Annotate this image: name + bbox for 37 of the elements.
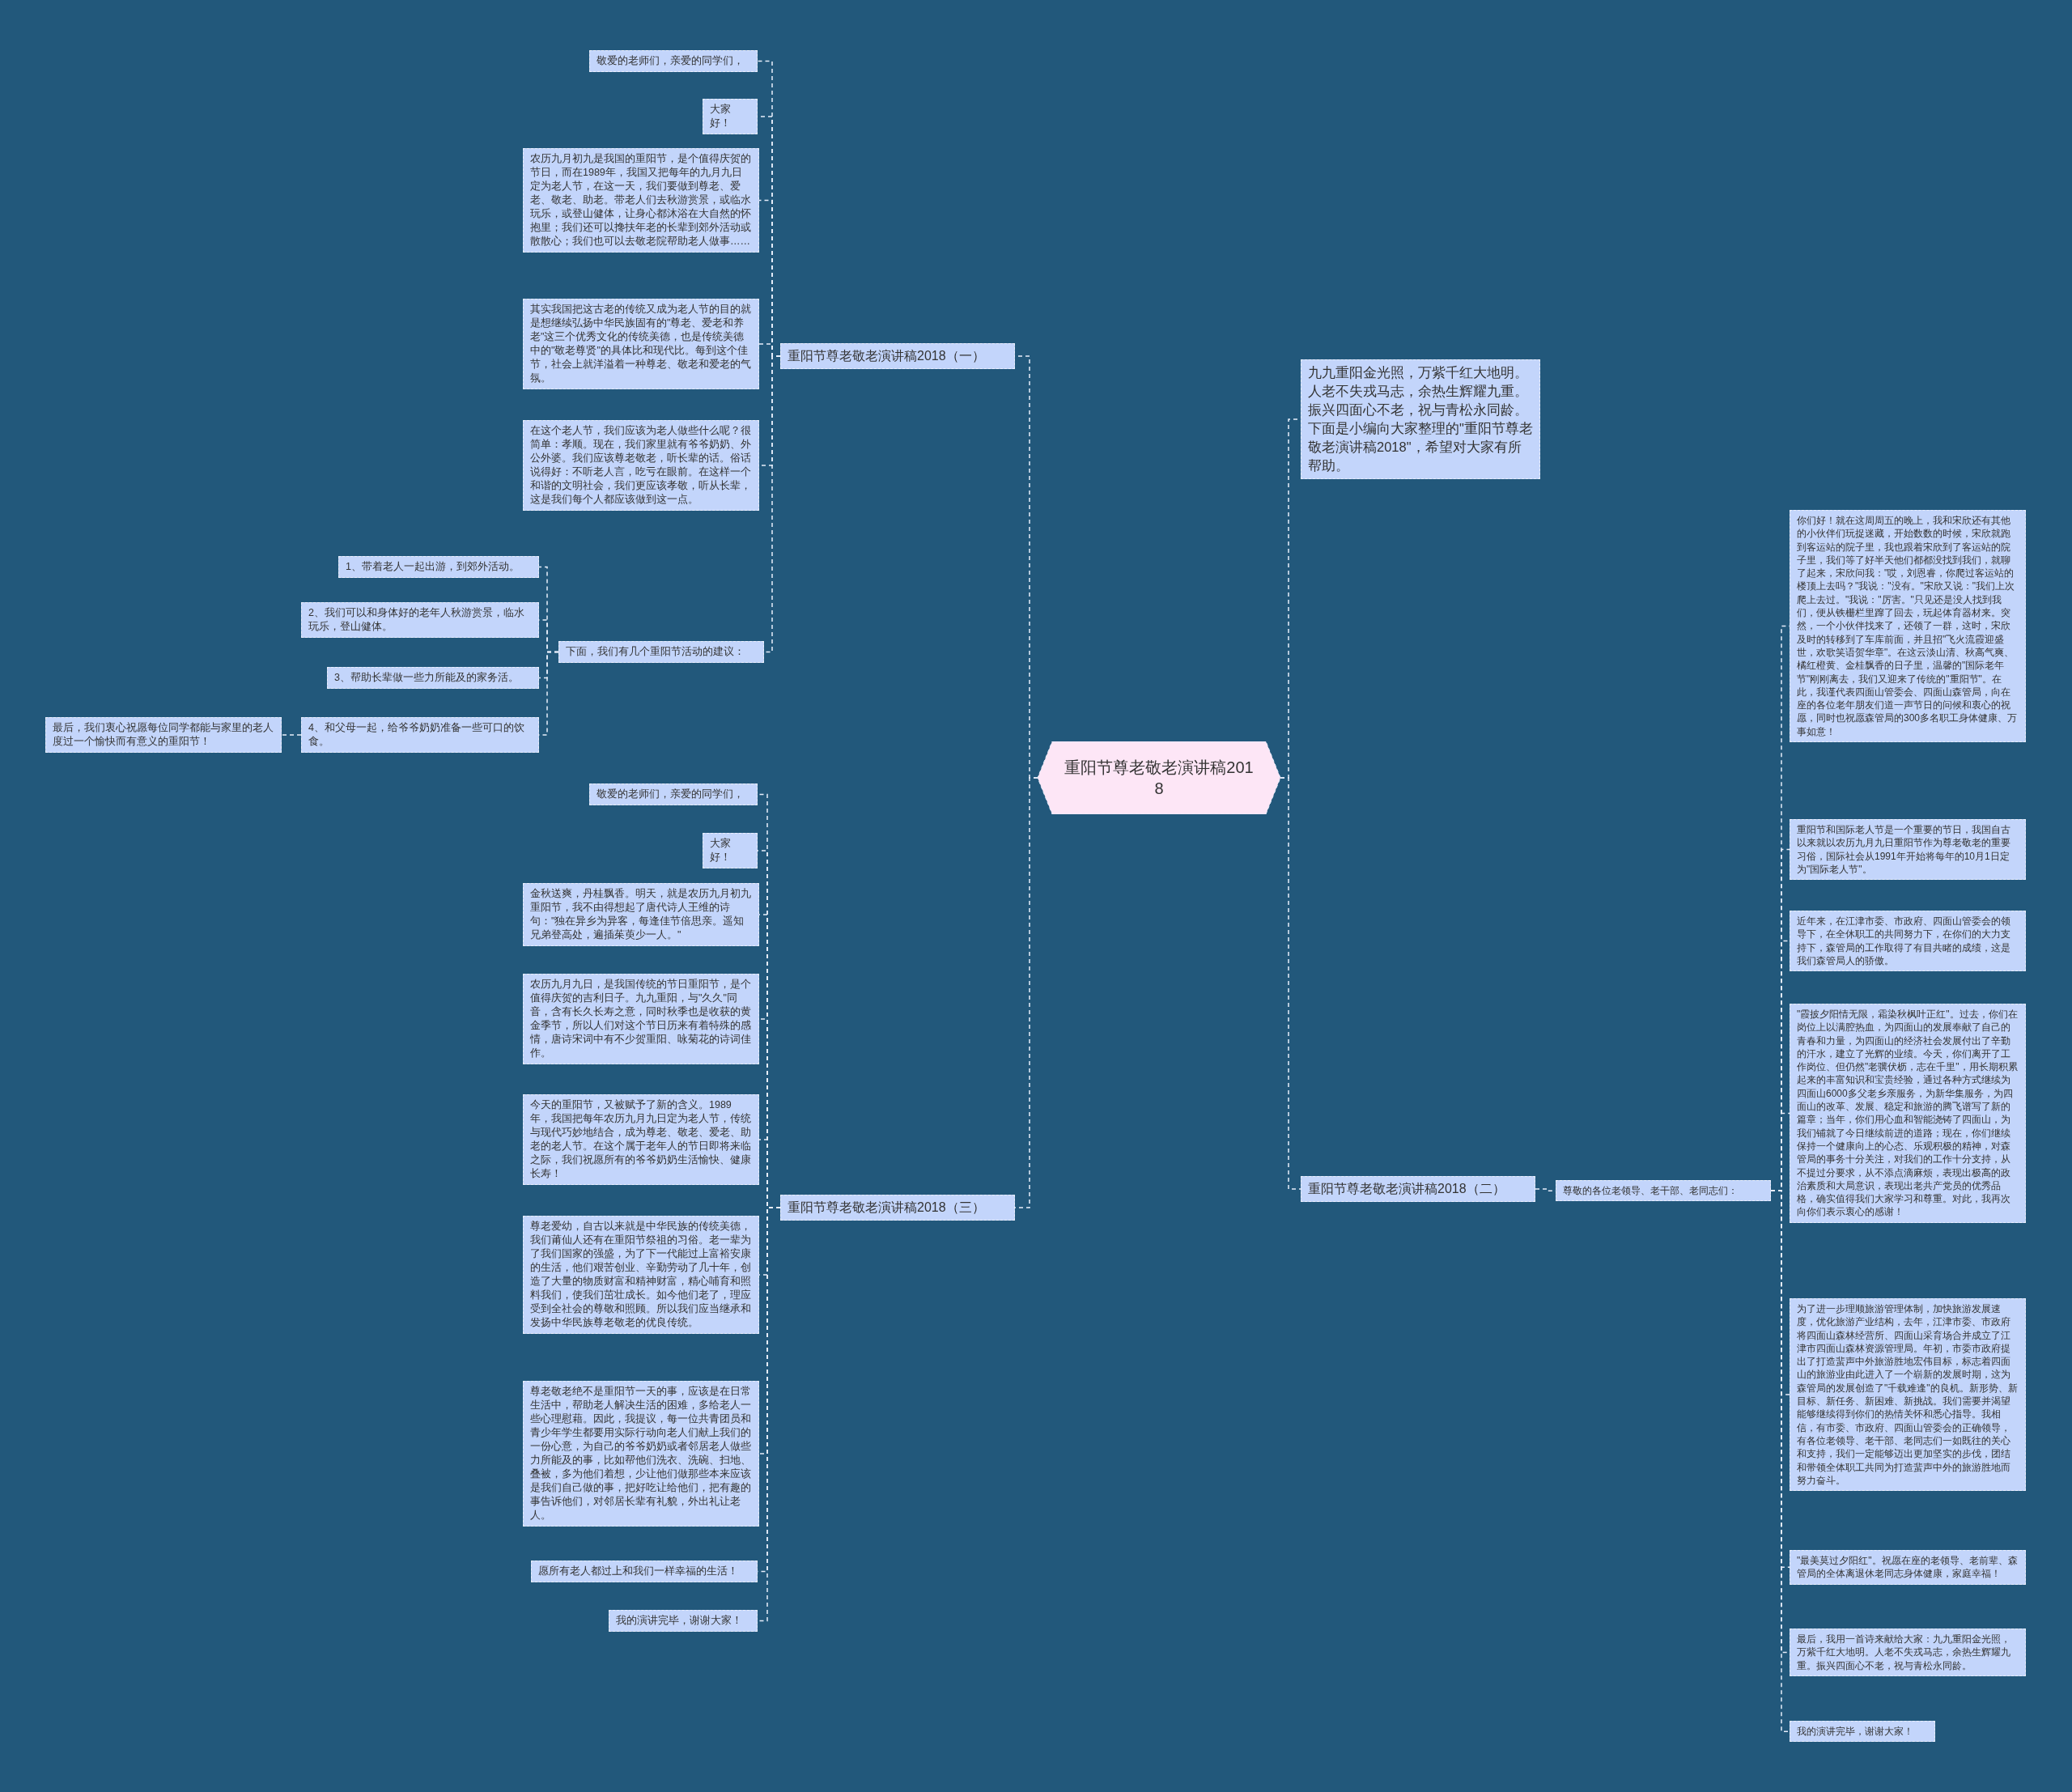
note-card: 大家好！ [703, 833, 758, 868]
note-card: 大家好！ [703, 99, 758, 134]
note-card: 尊老敬老绝不是重阳节一天的事，应该是在日常生活中，帮助老人解决生活的困难，多给老人一些心理慰藉。因此，我提议，每一位共青团员和青少年学生都要用实际行动向老人们献上我们的一份心意，为自己的爷爷奶奶或者邻居老人做些力所能及的事，比如帮他们洗衣、洗碗、扫地、叠被，多为他们着想，少让他们做那些本来应该是我们自己做的事，把好吃让给他们，把有趣的事告诉他们，对邻居长辈有礼貌，外出礼让老人。 [523, 1381, 759, 1527]
branch-topic: 重阳节尊老敬老演讲稿2018（一） [780, 343, 1015, 369]
note-card: 最后，我用一首诗来献给大家：九九重阳金光照，万紫千红大地明。人老不失戎马志，余热生辉耀九重。振兴四面心不老，祝与青松永同龄。 [1790, 1629, 2026, 1676]
topic-title: 重阳节尊老敬老演讲稿2018 [1064, 758, 1255, 799]
note-card: 下面，我们有几个重阳节活动的建议： [558, 641, 764, 663]
note-card: 重阳节和国际老人节是一个重要的节日，我国自古以来就以农历九月九日重阳节作为尊老敬老的重要习俗，国际社会从1991年开始将每年的10月1日定为"国际老人节"。 [1790, 819, 2026, 881]
note-card: 其实我国把这古老的传统又成为老人节的目的就是想继续弘扬中华民族固有的"尊老、爱老和养老"这三个优秀文化的传统美德，也是传统美德中的"敬老尊贤"的具体比和现代比。每到这个佳节，社会上就洋溢着一种尊老、敬老和爱老的气氛。 [523, 299, 759, 389]
note-card: 为了进一步理顺旅游管理体制，加快旅游发展速度，优化旅游产业结构，去年，江津市委、市政府将四面山森林经营所、四面山采育场合并成立了江津市四面山森林资源管理局。年初，市委市政府提出了打造蜚声中外旅游胜地宏伟目标，标志着四面山的旅游业由此进入了一个崭新的发展时期，这为森管局的发展创造了"千载难逢"的良机。新形势、新目标、新任务、新困难、新挑战。我们需要并渴望能够继续得到你们的热情关怀和悉心指导。我相信，有市委、市政府、四面山管委会的正确领导，有各位老领导、老干部、老同志们一如既往的关心和支持，我们一定能够迈出更加坚实的步伐，团结和带领全体职工共同为打造蜚声中外的旅游胜地而努力奋斗。 [1790, 1298, 2026, 1492]
note-card: 金秋送爽，丹桂飘香。明天，就是农历九月初九重阳节，我不由得想起了唐代诗人王维的诗句："独在异乡为异客，每逢佳节倍思亲。遥知兄弟登高处，遍插茱萸少一人。" [523, 883, 759, 946]
note-card: 1、带着老人一起出游，到郊外活动。 [338, 556, 539, 578]
note-card: 你们好！就在这周周五的晚上，我和宋欣还有其他的小伙伴们玩捉迷藏，开始数数的时候，宋欣就跑到客运站的院子里，我也跟着宋欣到了客运站的院子里，我们等了好半天他们都都没找到我们，就聊了起来，宋欣问我："哎，刘恩睿，你爬过客运站的楼顶上去吗？"我说："没有。"宋欣又说："我们上次爬上去过。"我说："厉害。"只见还是没人找到我们，便从铁栅栏里蹿了回去，玩起体育器材来。突然，一个小伙伴找来了，还领了一群，这时，宋欣及时的转移到了车库前面，并且招"飞火流霞迎盛世，欢歌笑语贺华章"。在这云淡山清、秋高气爽、橘红橙黄、金桂飘香的日子里，温馨的"国际老年节"刚刚离去，我们又迎来了传统的"重阳节"。在此，我谨代表四面山管委会、四面山森管局，向在座的各位老年朋友们道一声节日的问候和衷心的祝愿，同时也祝愿森管局的300多名职工身体健康、万事如意！ [1790, 510, 2026, 743]
note-card: "最美莫过夕阳红"。祝愿在座的老领导、老前辈、森管局的全体离退休老同志身体健康，家庭幸福！ [1790, 1550, 2026, 1585]
branch-topic: 重阳节尊老敬老演讲稿2018（二） [1301, 1176, 1535, 1202]
topic-hexagon [1038, 741, 1280, 814]
note-card: 尊敬的各位老领导、老干部、老同志们： [1556, 1180, 1771, 1202]
note-card: 近年来，在江津市委、市政府、四面山管委会的领导下，在全休职工的共同努力下，在你们的大力支持下，森管局的工作取得了有目共睹的成绩，这是我们森管局人的骄傲。 [1790, 911, 2026, 972]
note-card: 尊老爱幼，自古以来就是中华民族的传统美德，我们莆仙人还有在重阳节祭祖的习俗。老一辈为了我们国家的强盛，为了下一代能过上富裕安康的生活，他们艰苦创业、辛勤劳动了几十年，创造了大量的物质财富和精神财富，精心哺育和照料我们，使我们茁壮成长。如今他们老了，理应受到全社会的尊敬和照顾。所以我们应当继承和发扬中华民族尊老敬老的优良传统。 [523, 1216, 759, 1334]
note-card: 敬爱的老师们，亲爱的同学们， [589, 50, 758, 72]
note-card: 在这个老人节，我们应该为老人做些什么呢？很简单：孝顺。现在，我们家里就有爷爷奶奶、外公外婆。我们应该尊老敬老，听长辈的话。俗话说得好：不听老人言，吃亏在眼前。在这样一个和谐的文明社会，我们更应该孝敬，听从长辈，这是我们每个人都应该做到这一点。 [523, 420, 759, 511]
connector-line [1280, 777, 1301, 1190]
note-card: 我的演讲完毕，谢谢大家！ [1790, 1721, 1935, 1743]
note-card: 农历九月九日，是我国传统的节日重阳节，是个值得庆贺的吉利日子。九九重阳，与"久久"同音，含有长久长寿之意，同时秋季也是收获的黄金季节，所以人们对这个节日历来有着特殊的感情，唐诗宋词中有不少贺重阳、咏菊花的诗词佳作。 [523, 974, 759, 1064]
note-card: 九九重阳金光照，万紫千红大地明。人老不失戎马志，余热生辉耀九重。振兴四面心不老，祝与青松永同龄。下面是小编向大家整理的"重阳节尊老敬老演讲稿2018"，希望对大家有所帮助。 [1301, 359, 1540, 479]
note-card: 我的演讲完毕，谢谢大家！ [609, 1610, 758, 1632]
note-card: 4、和父母一起，给爷爷奶奶准备一些可口的饮食。 [301, 717, 539, 753]
note-card: 今天的重阳节，又被赋予了新的含义。1989年，我国把每年农历九月九日定为老人节，传统与现代巧妙地结合，成为尊老、敬老、爱老、助老的老人节。在这个属于老年人的节日即将来临之际，我们祝愿所有的爷爷奶奶生活愉快、健康长寿！ [523, 1094, 759, 1185]
note-card: 农历九月初九是我国的重阳节，是个值得庆贺的节日，而在1989年，我国又把每年的九月九日定为老人节，在这一天，我们要做到尊老、爱老、敬老、助老。带老人们去秋游赏景，或临水玩乐，或登山健体，让身心都沐浴在大自然的怀抱里；我们还可以搀扶年老的长辈到郊外活动或散散心；我们也可以去敬老院帮助老人做事…… [523, 148, 759, 253]
note-card: 敬爱的老师们，亲爱的同学们， [589, 783, 758, 805]
connector-line [281, 734, 302, 736]
note-card: 愿所有老人都过上和我们一样幸福的生活！ [531, 1561, 758, 1582]
note-card: 最后，我们衷心祝愿每位同学都能与家里的老人度过一个愉快而有意义的重阳节！ [45, 717, 282, 753]
note-card: 2、我们可以和身体好的老年人秋游赏景，临水玩乐，登山健体。 [301, 602, 539, 638]
note-card: "霞披夕阳情无限，霜染秋枫叶正红"。过去，你们在岗位上以满腔热血，为四面山的发展奉献了自己的青春和力量，为四面山的经济社会发展付出了辛勤的汗水，建立了光辉的业绩。今天，你们离开了工作岗位、但仍然"老骥伏枥，志在千里"，用长期积累起来的丰富知识和宝贵经验，通过各种方式继续为四面山6000多父老乡亲服务，为新华集服务，为四面山的改革、发展、稳定和旅游的腾飞谱写了新的篇章；当年，你们用心血和智能浇铸了四面山，为我们铺就了今日继续前进的道路；现在，你们继续保持一个健康向上的心态、乐观积极的精神，对森管局的事务十分关注，对我们的工作十分支持，从不提过分要求，从不添点滴麻烦，表现出极高的政治素质和大局意识，表现出老共产党员的优秀品格，确实值得我们大家学习和尊重。对此，我再次向你们表示衷心的感谢！ [1790, 1004, 2026, 1223]
note-card: 3、帮助长辈做一些力所能及的家务活。 [327, 667, 539, 689]
branch-topic: 重阳节尊老敬老演讲稿2018（三） [780, 1195, 1015, 1221]
